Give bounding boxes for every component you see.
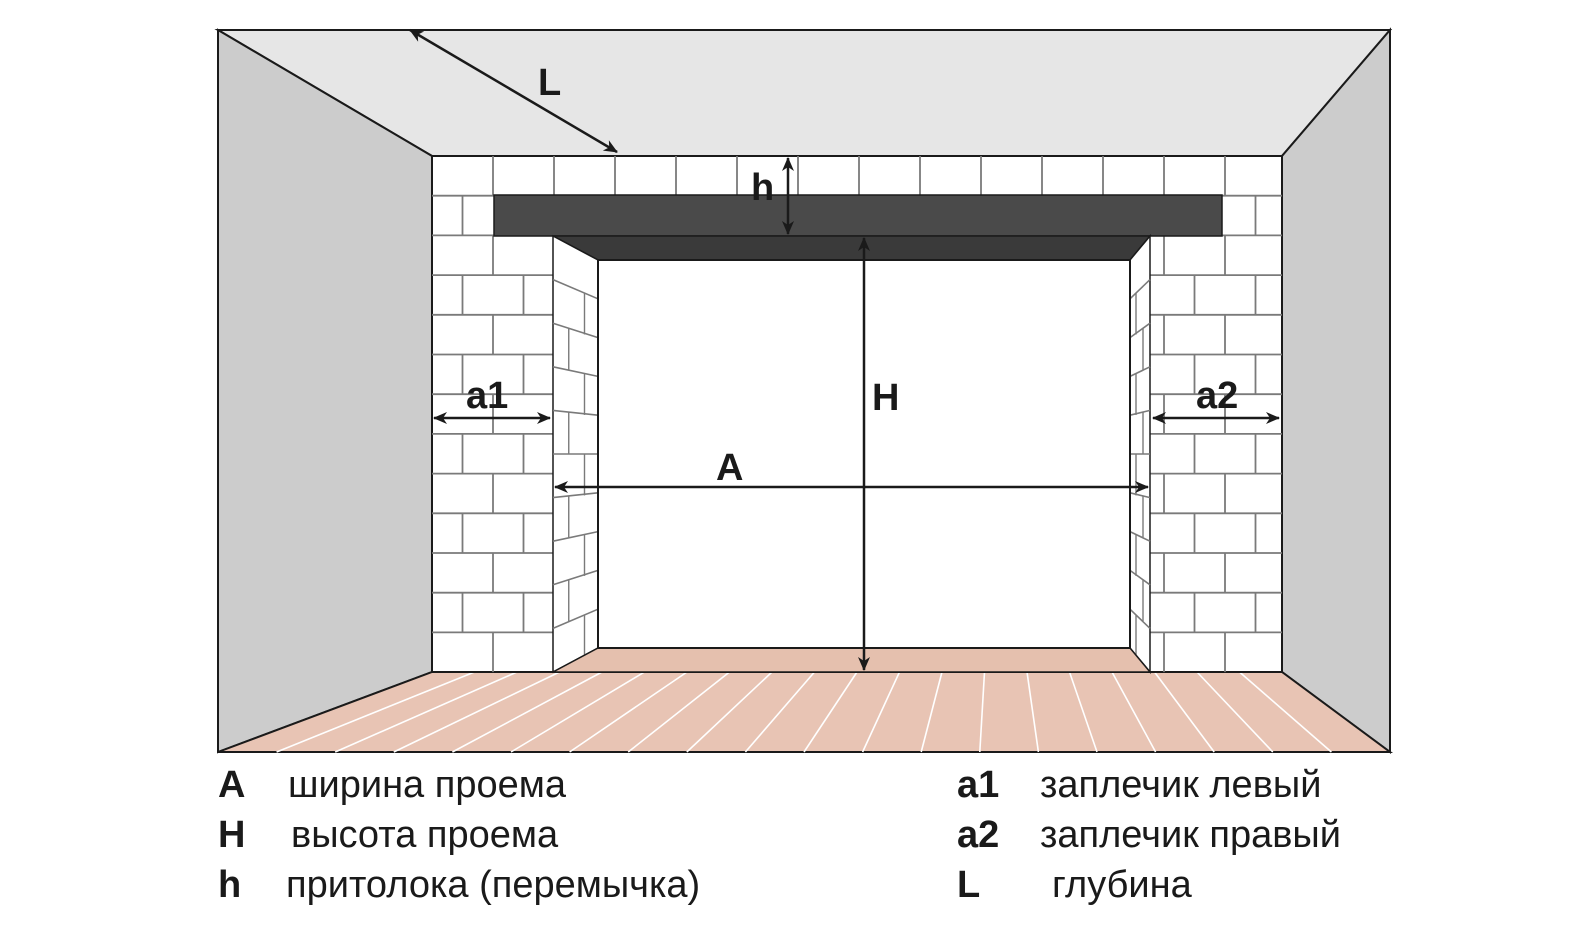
pattern-line (1068, 671, 1098, 753)
pattern-line (686, 671, 773, 753)
pattern-line (1129, 530, 1151, 542)
pattern-line (1129, 409, 1151, 416)
legend-item-a1: a1 заплечик левый (957, 760, 1477, 810)
pattern-line (1129, 569, 1151, 586)
legend-key: H (218, 814, 246, 856)
legend-key: A (218, 764, 246, 806)
opening-top-reveal (552, 235, 1152, 261)
legend-key: L (957, 864, 981, 906)
label-a2: a2 (1196, 375, 1238, 417)
label-a1: a1 (466, 375, 508, 417)
pattern-line (803, 671, 858, 753)
legend-key: a2 (957, 814, 1000, 856)
pattern-line (1196, 671, 1274, 753)
legend-item-A: A ширина проема (218, 760, 838, 810)
pattern-line (979, 671, 986, 753)
legend-key: a1 (957, 764, 1000, 806)
legend-item-H: H высота проема (218, 810, 838, 860)
legend-item-a2: a2 заплечик правый (957, 810, 1477, 860)
pattern-line (1238, 671, 1332, 753)
label-A: A (716, 447, 743, 489)
legend-text: ширина проема (288, 764, 566, 806)
pattern-line (1026, 671, 1040, 753)
legend-left-column: A ширина проема H высота проема h притол… (218, 760, 838, 910)
pattern-line (552, 409, 599, 416)
pattern-line (861, 671, 901, 753)
legend-key: h (218, 864, 242, 906)
pattern-line (1129, 322, 1151, 339)
label-H: H (872, 377, 899, 419)
pattern-line (744, 671, 816, 753)
label-L: L (538, 62, 561, 104)
pattern-line (552, 278, 599, 300)
legend-item-L: L глубина (957, 860, 1477, 910)
legend-text: заплечик правый (1040, 814, 1341, 856)
pattern-line (552, 530, 599, 542)
legend-text: глубина (1052, 864, 1192, 906)
pattern-line (1129, 366, 1151, 378)
lintel-beam (493, 194, 1223, 237)
pattern-line (569, 671, 688, 753)
left-wall (217, 28, 433, 754)
label-h: h (751, 167, 774, 209)
pattern-line (627, 671, 730, 753)
pattern-line (276, 671, 475, 753)
pattern-line (393, 671, 560, 753)
pattern-line (334, 671, 518, 753)
floor-planks (276, 671, 1332, 753)
pattern-line (552, 366, 599, 378)
legend-item-h: h притолока (перемычка) (218, 860, 838, 910)
pattern-line (1129, 279, 1151, 300)
pattern-line (552, 608, 599, 630)
pattern-line (1111, 671, 1157, 753)
legend-text: заплечик левый (1040, 764, 1322, 806)
pattern-line (552, 492, 599, 499)
pattern-line (1129, 492, 1151, 499)
pattern-line (452, 671, 603, 753)
opening-floor (552, 647, 1152, 673)
legend-text: высота проема (291, 814, 559, 856)
legend-right-column: a1 заплечик левый a2 заплечик правый L г… (957, 760, 1477, 910)
pattern-line (510, 671, 645, 753)
pattern-line (920, 671, 943, 753)
right-wall (1281, 27, 1391, 754)
pattern-line (552, 322, 599, 339)
pattern-line (1153, 671, 1215, 753)
legend-text: притолока (перемычка) (286, 864, 701, 906)
dimension-L-arrow (409, 28, 618, 154)
pattern-line (1129, 608, 1151, 629)
pattern-line (552, 569, 599, 586)
